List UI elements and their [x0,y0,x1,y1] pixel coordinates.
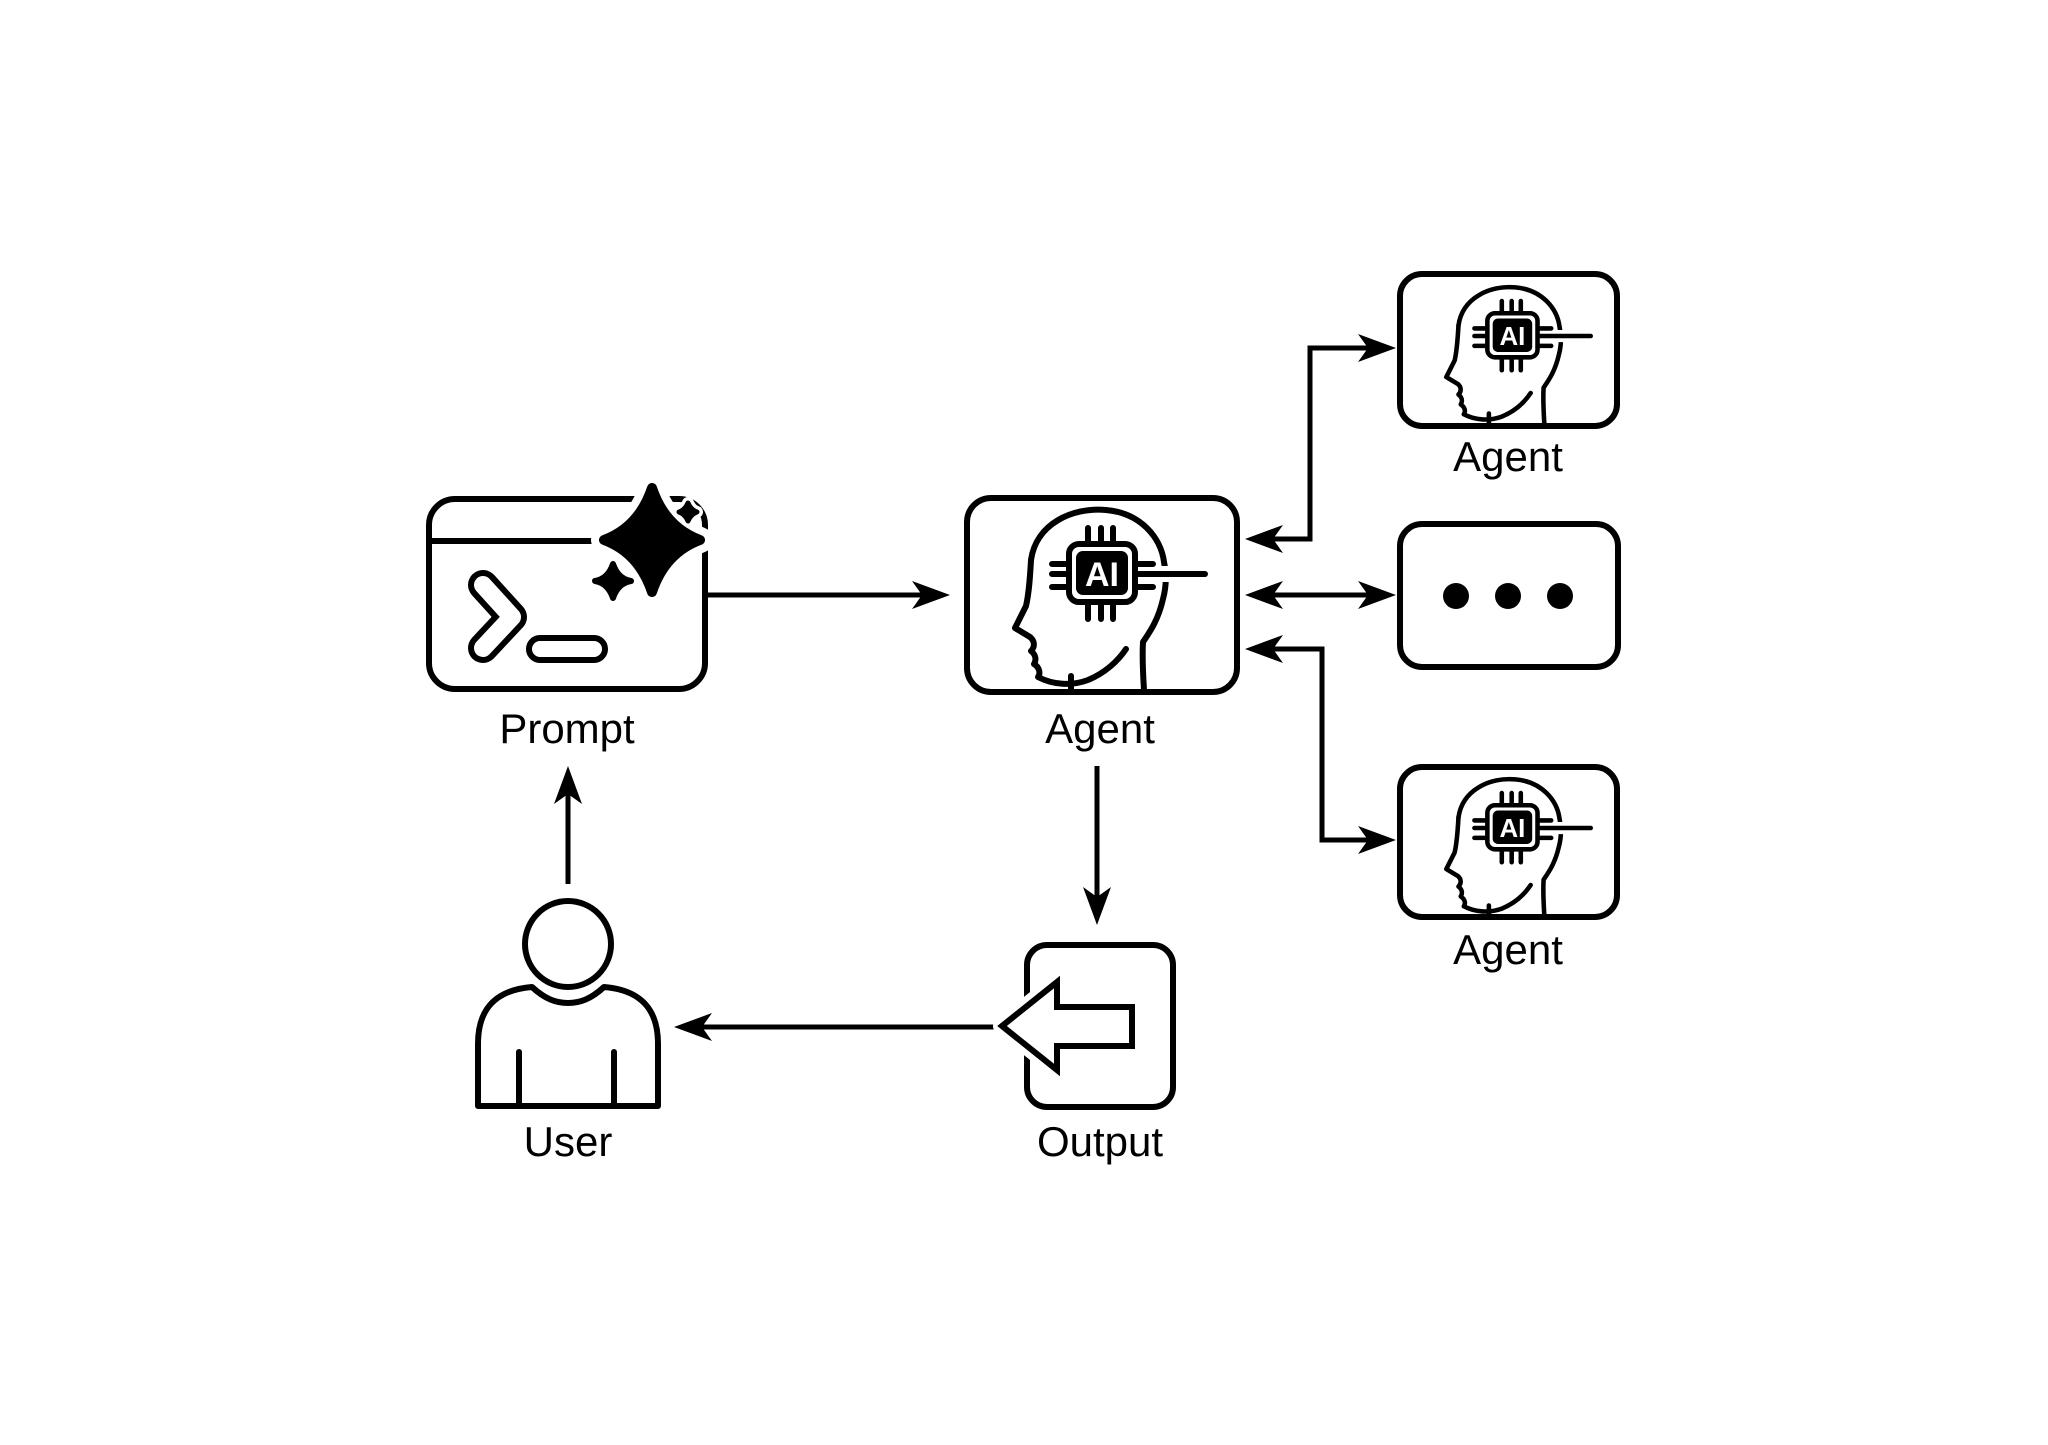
arrow-agent-to-agent-top [1245,334,1396,553]
person-sleeves [516,1049,617,1109]
sparkle-small [676,500,700,524]
arrow-agent-to-agent-bottom [1245,635,1396,854]
node-agent-bottom: Agent [1397,764,1620,973]
person-torso [475,984,661,1109]
terminal-icon [468,570,608,663]
agent-top-label: Agent [1453,433,1563,480]
user-label: User [524,1118,613,1165]
node-user: User [475,898,661,1165]
ellipsis-icon [1443,583,1573,609]
sparkle-medium [592,561,634,601]
agent-bottom-label: Agent [1453,926,1563,973]
prompt-label: Prompt [499,705,635,752]
person-head [522,898,614,990]
person-icon [475,898,661,1109]
node-agent-main: Agent [964,495,1240,752]
sparkle-icon [587,475,713,606]
output-label: Output [1037,1118,1163,1165]
sparkle-large [599,483,705,597]
exit-arrow-icon [993,973,1141,1079]
agent-main-label: Agent [1045,705,1155,752]
node-more-agents [1397,521,1621,670]
terminal-chevron-inner [474,576,521,657]
terminal-underscore [526,635,608,663]
node-output: Output [993,942,1176,1165]
edges [554,334,1396,1041]
node-prompt: Prompt [426,475,713,752]
node-agent-top: Agent [1397,271,1620,480]
exit-arrow-shape [997,975,1135,1077]
